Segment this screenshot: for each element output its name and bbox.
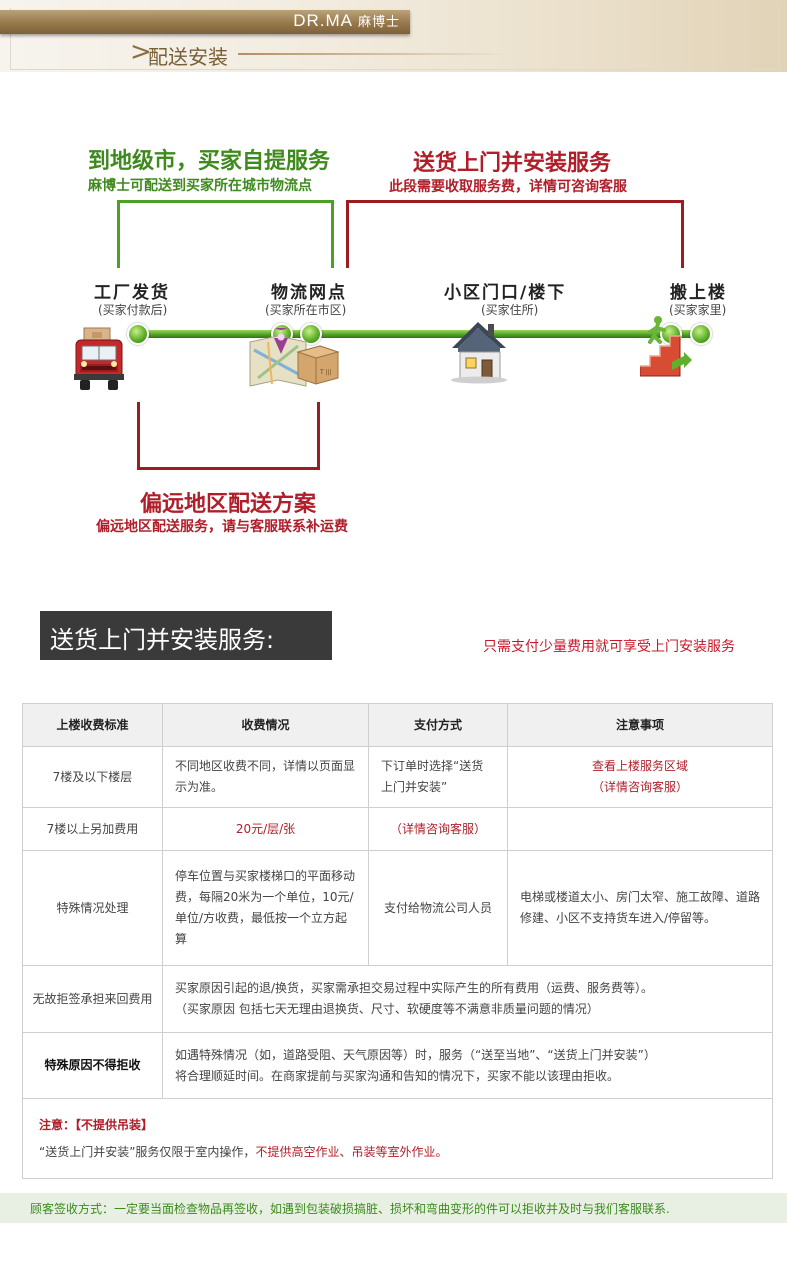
node-sub-factory: (买家付款后) [98,303,168,317]
page-header: DR.MA 麻博士 > 配送安装 [0,0,787,72]
signing-notice-text: 顾客签收方式：一定要当面检查物品再签收，如遇到包装破损搞脏、损坏和弯曲变形的件可… [30,1202,670,1216]
force-line: 将合理顺延时间。在商家提前与买家沟通和告知的情况下，买家不能以该理由拒收。 [175,1068,620,1083]
remote-bracket [137,402,320,470]
node-title-community: 小区门口/楼下 [444,283,567,303]
flow-dot [300,323,322,345]
table-row: 注意：【不提供吊装】 “送货上门并安装”服务仅限于室内操作，不提供高空作业、吊装… [22,1098,773,1179]
node-sub-logistics: (买家所在市区) [265,303,347,317]
fee-table: 上楼收费标准 收费情况 支付方式 注意事项 7楼及以下楼层 不同地区收费不同，详… [22,703,773,1179]
node-title-upstairs: 搬上楼 [670,283,727,303]
attention-cell: 注意：【不提供吊装】 “送货上门并安装”服务仅限于室内操作，不提供高空作业、吊装… [22,1098,773,1179]
refuse-line: （买家原因 包括七天无理由退换货、尺寸、软硬度等不满意非质量问题的情况） [175,1002,599,1016]
remote-subtitle: 偏远地区配送服务，请与客服联系补运费 [96,519,348,535]
row-notice [507,807,773,851]
heading-underline [238,53,508,55]
row-payment: 支付给物流公司人员 [368,850,508,966]
row-notice: 查看上楼服务区域 （详情咨询客服） [507,746,773,808]
table-row: 7楼以上另加费用 20元/层/张 （详情咨询客服） [22,807,773,851]
row-notice: 电梯或楼道太小、房门太窄、施工故障、道路修建、小区不支持货车进入/停留等。 [507,850,773,966]
chevron-right-icon: > [130,37,152,67]
attention-label: 注意：【不提供吊装】 [39,1117,154,1132]
attention-text: “送货上门并安装”服务仅限于室内操作，不提供高空作业、吊装等室外作业。 [39,1142,756,1163]
brand-logo: DR.MA 麻博士 [293,11,400,31]
consult-service-text: （详情咨询客服） [591,780,688,794]
header-frame [10,8,780,70]
refuse-detail: 买家原因引起的退/换货，买家需承担交易过程中实际产生的所有费用（运费、服务费等）… [162,965,773,1033]
column-header: 收费情况 [162,703,369,747]
map-package-icon: T ||| [249,328,340,387]
table-header-row: 上楼收费标准 收费情况 支付方式 注意事项 [22,703,773,747]
attention-text-red: 不提供高空作业、吊装等室外作业。 [255,1144,448,1159]
self-pickup-bracket [117,200,334,268]
node-sub-upstairs: (买家家里) [669,303,727,317]
column-header: 上楼收费标准 [22,703,163,747]
signing-notice-bar: 顾客签收方式：一定要当面检查物品再签收，如遇到包装破损搞脏、损坏和弯曲变形的件可… [0,1193,787,1223]
attention-text-prefix: “送货上门并安装”服务仅限于室内操作， [39,1144,256,1159]
service-area-link[interactable]: 查看上楼服务区域 [591,759,688,773]
node-title-factory: 工厂发货 [94,283,170,303]
brand-bar: DR.MA 麻博士 [0,10,410,34]
refuse-label: 无故拒签承担来回费用 [22,965,163,1033]
svg-text:T |||: T ||| [319,369,332,376]
section-heading: > 配送安装 [130,37,510,69]
row-payment: 下订单时选择“送货上门并安装” [368,746,508,808]
node-sub-community: (买家住所) [481,303,539,317]
row-fee: 不同地区收费不同，详情以页面显示为准。 [162,746,369,808]
row-fee: 停车位置与买家楼梯口的平面移动费，每隔20米为一个单位，10元/单位/方收费，最… [162,850,369,966]
door-install-subtitle: 此段需要收取服务费，详情可咨询客服 [389,179,627,195]
flow-track [130,330,708,338]
flow-dot [690,323,712,345]
column-header: 注意事项 [507,703,773,747]
row-standard: 7楼以上另加费用 [22,807,163,851]
truck-icon [74,327,124,390]
stairs-icon [640,316,692,377]
force-label: 特殊原因不得拒收 [22,1032,163,1099]
row-fee: 20元/层/张 [162,807,369,851]
refuse-line: 买家原因引起的退/换货，买家需承担交易过程中实际产生的所有费用（运费、服务费等）… [175,981,654,995]
self-pickup-title: 到地级市，买家自提服务 [88,149,331,174]
table-row: 特殊原因不得拒收 如遇特殊情况（如，道路受阻、天气原因等）时，服务（“送至当地”… [22,1032,773,1099]
self-pickup-subtitle: 麻博士可配送到买家所在城市物流点 [88,178,312,194]
service-title: 送货上门并安装服务: [50,626,275,654]
service-title-box: 送货上门并安装服务: [40,611,332,660]
row-standard: 7楼及以下楼层 [22,746,163,808]
brand-name-en: DR.MA [293,11,353,30]
remote-title: 偏远地区配送方案 [140,492,317,517]
node-title-logistics: 物流网点 [271,283,347,303]
service-note: 只需支付少量费用就可享受上门安装服务 [483,639,735,655]
page-title: 配送安装 [148,45,228,69]
door-install-title: 送货上门并安装服务 [413,151,612,176]
table-row: 特殊情况处理 停车位置与买家楼梯口的平面移动费，每隔20米为一个单位，10元/单… [22,850,773,966]
row-payment: （详情咨询客服） [368,807,508,851]
table-row: 7楼及以下楼层 不同地区收费不同，详情以页面显示为准。 下订单时选择“送货上门并… [22,746,773,808]
force-detail: 如遇特殊情况（如，道路受阻、天气原因等）时，服务（“送至当地”、“送货上门并安装… [162,1032,773,1099]
flow-dot [127,323,149,345]
house-icon [451,322,507,384]
row-standard: 特殊情况处理 [22,850,163,966]
column-header: 支付方式 [368,703,508,747]
door-install-bracket [346,200,684,268]
table-row: 无故拒签承担来回费用 买家原因引起的退/换货，买家需承担交易过程中实际产生的所有… [22,965,773,1033]
brand-name-cn: 麻博士 [357,14,400,29]
force-line: 如遇特殊情况（如，道路受阻、天气原因等）时，服务（“送至当地”、“送货上门并安装… [175,1047,656,1062]
